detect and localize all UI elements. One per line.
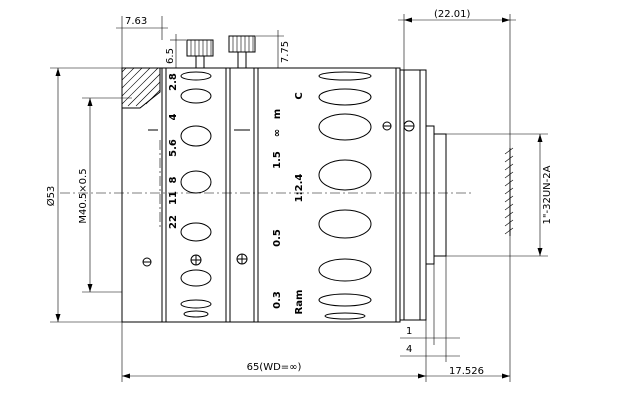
focus-scale: m C ∞ 1.5 1:2.4 0.5 0.3 Ram xyxy=(272,92,305,314)
aperture-ring-grips xyxy=(180,71,212,318)
svg-text:Ø53: Ø53 xyxy=(45,186,57,207)
dim-front-width: 7.63 xyxy=(116,16,168,68)
aperture-scale: 2.8 4 5.6 8 11 22 xyxy=(168,73,179,229)
dim-flange-steps: 1 4 xyxy=(400,256,460,362)
svg-text:1"-32UN-2A: 1"-32UN-2A xyxy=(542,165,553,224)
dim-back-focus: 17.526 xyxy=(426,236,511,382)
focus-c-label: C xyxy=(294,92,305,99)
svg-text:1: 1 xyxy=(406,326,412,337)
focus-0-5: 0.5 xyxy=(272,229,283,247)
svg-text:4: 4 xyxy=(406,344,412,355)
mount-flange xyxy=(425,125,435,265)
svg-text:7.75: 7.75 xyxy=(280,41,291,63)
svg-text:17.526: 17.526 xyxy=(449,366,484,377)
svg-text:65(WD=∞): 65(WD=∞) xyxy=(247,362,302,373)
c-mount-thread xyxy=(433,133,447,257)
focus-unit-m: m xyxy=(272,109,283,119)
focus-ring-grips xyxy=(318,71,372,320)
f-stop-2-8: 2.8 xyxy=(168,73,179,91)
svg-text:6.5: 6.5 xyxy=(165,48,176,64)
f-stop-5-6: 5.6 xyxy=(168,139,179,157)
dim-mount-thread: 1"-32UN-2A xyxy=(446,133,553,257)
aperture-lock-knob xyxy=(186,39,214,69)
svg-text:(22.01): (22.01) xyxy=(434,9,471,20)
dim-knob-offset: 6.5 xyxy=(165,34,186,68)
f-stop-11: 11 xyxy=(168,191,179,205)
dim-overall-length: 65(WD=∞) xyxy=(121,322,427,382)
f-stop-22: 22 xyxy=(168,215,179,229)
focus-ram: Ram xyxy=(294,290,305,315)
f-stop-4: 4 xyxy=(168,113,179,120)
focus-ring xyxy=(253,67,401,323)
svg-text:7.63: 7.63 xyxy=(125,16,147,27)
lock-ring xyxy=(229,67,255,323)
dim-outer-diameter: Ø53 xyxy=(45,67,122,323)
front-section-hatch xyxy=(121,67,161,109)
focus-0-3: 0.3 xyxy=(272,291,283,309)
dim-overall-back: (22.01) xyxy=(398,9,516,148)
dim-knob-height: 7.75 xyxy=(256,30,291,68)
focus-ratio: 1:2.4 xyxy=(294,174,305,203)
screw-icons xyxy=(142,120,415,267)
f-stop-8: 8 xyxy=(168,176,179,183)
focus-1-5: 1.5 xyxy=(272,151,283,169)
dim-filter-thread: M40.5×0.5 xyxy=(78,97,132,293)
svg-text:M40.5×0.5: M40.5×0.5 xyxy=(78,168,89,223)
focus-lock-knob xyxy=(228,35,256,69)
focus-infinity: ∞ xyxy=(272,129,283,137)
